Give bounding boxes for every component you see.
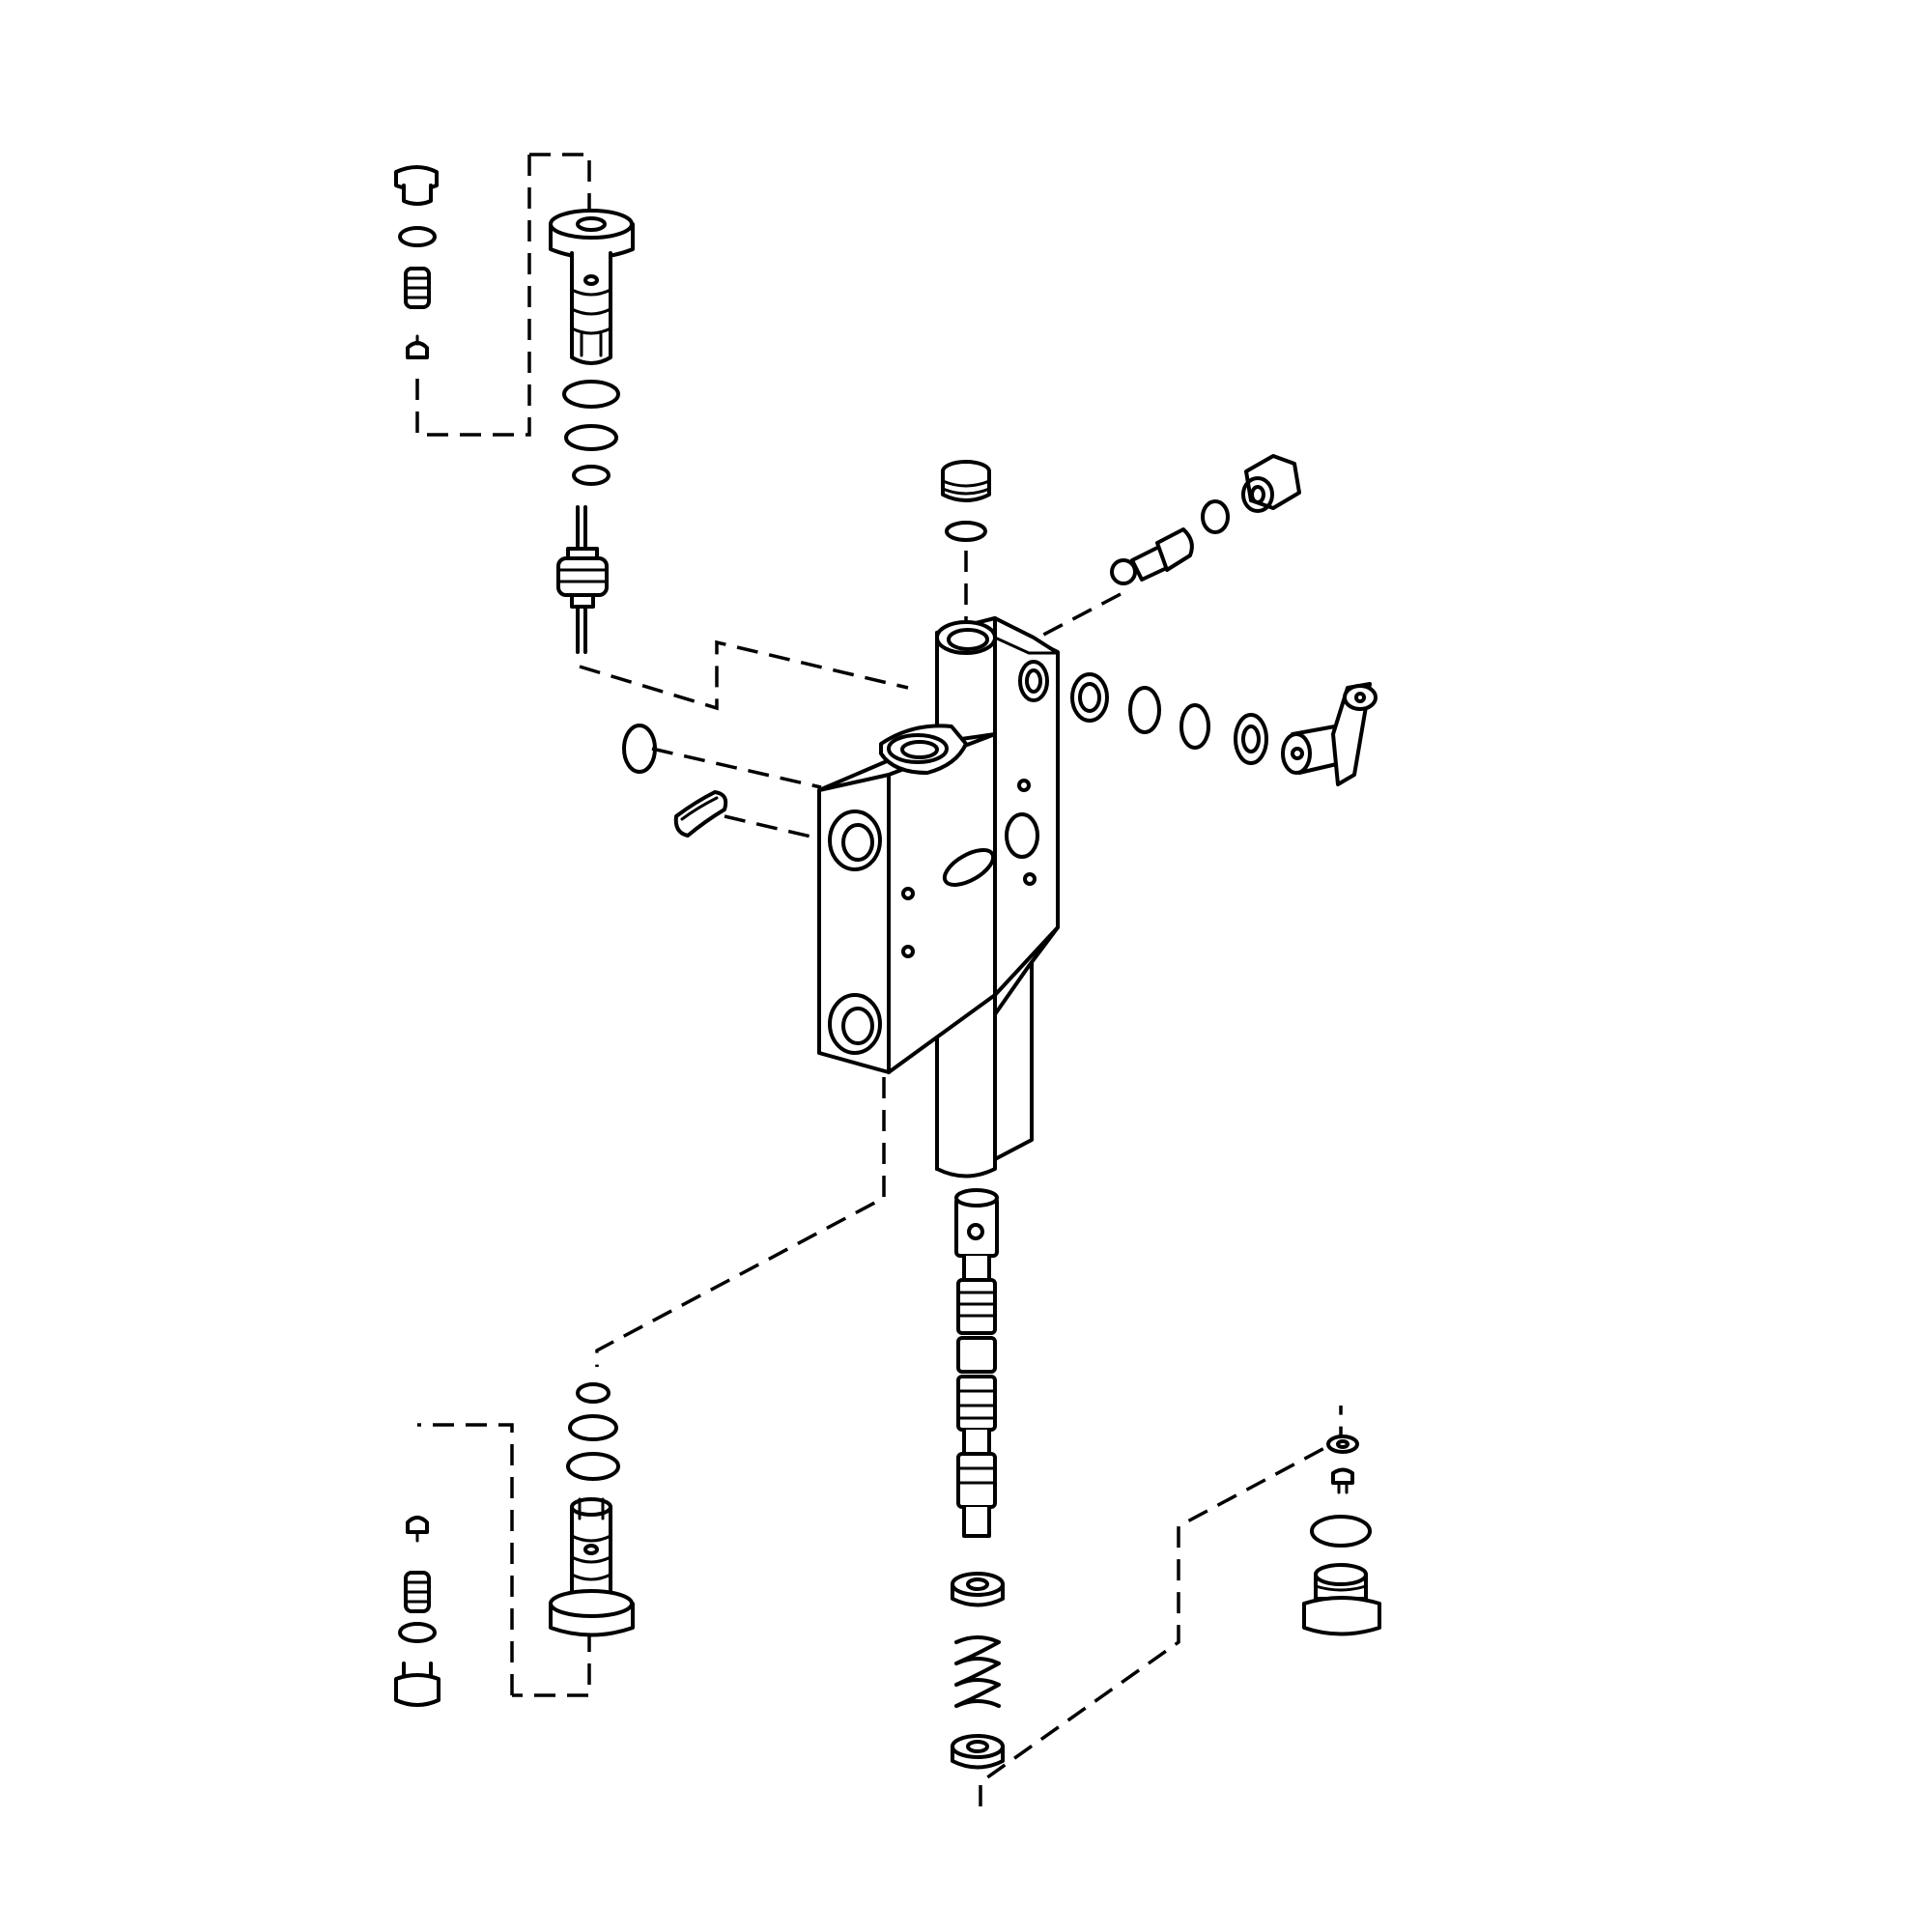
- top-right-components: [941, 454, 1378, 786]
- leader-lines: [415, 153, 1343, 1806]
- oring-top-3: [572, 465, 611, 486]
- leader-oring: [651, 747, 822, 789]
- spring-small-top: [404, 267, 431, 309]
- leader-gasket: [724, 814, 820, 840]
- oring-top-1: [562, 380, 620, 409]
- spool-spring: [954, 1635, 1001, 1708]
- oring-small-top: [398, 226, 437, 247]
- spring-seat-lower: [951, 1734, 1005, 1770]
- leader-top-cap: [529, 153, 591, 232]
- large-plug: [1302, 1563, 1381, 1636]
- nut-top-right: [1241, 454, 1301, 513]
- small-washer: [1326, 1435, 1359, 1454]
- main-spool: [935, 1061, 999, 1538]
- oring-side-2: [1179, 703, 1210, 750]
- leader-top-left-group: [415, 155, 531, 437]
- valve-body: [817, 616, 1060, 1171]
- gasket-slot: [673, 790, 728, 838]
- oring-top-plug: [945, 521, 987, 542]
- oring-bottom-2: [568, 1414, 618, 1441]
- needle-valve: [556, 505, 609, 654]
- leader-needle-to-body: [579, 639, 909, 711]
- bottom-right-components: [1302, 1435, 1381, 1636]
- oring-side-1: [1128, 686, 1161, 734]
- oring-bottom-3: [566, 1452, 620, 1481]
- leader-right-fitting: [1028, 592, 1122, 644]
- leader-bottom-left-group: [417, 1423, 514, 1695]
- oring-body-left: [622, 724, 657, 774]
- adjuster-pin: [1110, 527, 1194, 585]
- oring-top-2: [564, 424, 618, 451]
- oring-bottom-1: [576, 1382, 611, 1404]
- small-plug-top: [394, 165, 439, 206]
- oring-adjuster: [1201, 499, 1230, 534]
- valve-cartridge-top: [549, 209, 635, 365]
- side-bore-plug: [1070, 672, 1109, 723]
- valve-cartridge-bottom: [549, 1497, 635, 1637]
- oring-large-plug: [1310, 1515, 1372, 1548]
- poppet-small-bottom: [406, 1516, 429, 1543]
- bottom-left-components: [394, 1382, 635, 1707]
- oring-small-bottom: [398, 1622, 437, 1643]
- top-left-components: [394, 165, 635, 654]
- small-screw: [1331, 1467, 1354, 1494]
- spring-small-bottom: [404, 1571, 431, 1613]
- leader-bottom-right: [979, 1406, 1343, 1806]
- poppet-small-top: [406, 334, 429, 359]
- leader-body-to-bottom: [595, 1077, 886, 1367]
- small-plug-bottom: [394, 1662, 440, 1707]
- control-lever: [1281, 682, 1378, 786]
- top-plug: [941, 460, 991, 502]
- spring-seat-upper: [951, 1572, 1005, 1607]
- side-bush: [1234, 713, 1268, 765]
